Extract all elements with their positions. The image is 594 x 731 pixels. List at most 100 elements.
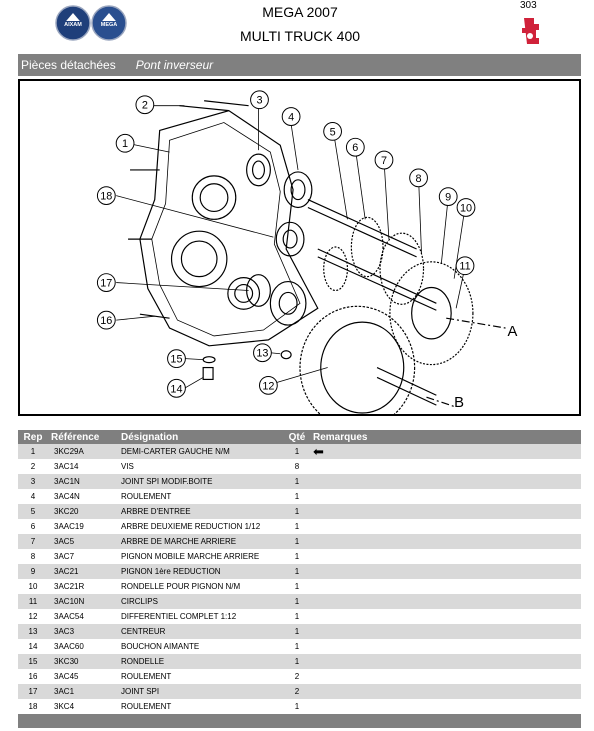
table-header-row: Rep Référence Désignation Qté Remarques <box>18 430 581 444</box>
callout-2: 2 <box>142 100 148 112</box>
part-reference: 3AAC19 <box>48 519 118 534</box>
callout-12: 12 <box>262 380 274 392</box>
col-rep-header: Rep <box>18 430 48 444</box>
brand-logos: AIXAM MEGA <box>55 5 127 41</box>
part-quantity: 1 <box>284 534 310 549</box>
part-rep: 18 <box>18 699 48 714</box>
part-rep: 12 <box>18 609 48 624</box>
part-designation: CENTREUR <box>118 624 284 639</box>
part-remarks <box>310 459 581 474</box>
part-designation: ARBRE DE MARCHE ARRIERE <box>118 534 284 549</box>
axis-b-label: B <box>454 395 464 411</box>
part-quantity: 1 <box>284 564 310 579</box>
part-reference: 3KC20 <box>48 504 118 519</box>
part-quantity: 1 <box>284 489 310 504</box>
callout-18: 18 <box>100 191 112 203</box>
part-quantity: 1 <box>284 639 310 654</box>
part-reference: 3AC7 <box>48 549 118 564</box>
col-des-header: Désignation <box>118 430 284 444</box>
section-header: Pièces détachées Pont inverseur <box>18 54 581 76</box>
part-remarks <box>310 474 581 489</box>
part-rep: 9 <box>18 564 48 579</box>
part-rep: 4 <box>18 489 48 504</box>
callout-9: 9 <box>445 192 451 204</box>
part-rep: 2 <box>18 459 48 474</box>
part-designation: ARBRE D'ENTREE <box>118 504 284 519</box>
part-designation: ROULEMENT <box>118 489 284 504</box>
part-remarks <box>310 594 581 609</box>
part-rep: 14 <box>18 639 48 654</box>
part-quantity: 1 <box>284 594 310 609</box>
callout-13: 13 <box>256 348 268 360</box>
part-rep: 1 <box>18 444 48 459</box>
part-designation: RONDELLE POUR PIGNON N/M <box>118 579 284 594</box>
part-remarks <box>310 684 581 699</box>
part-rep: 15 <box>18 654 48 669</box>
part-quantity: 1 <box>284 474 310 489</box>
parts-table: Rep Référence Désignation Qté Remarques … <box>18 430 581 728</box>
part-designation: ROULEMENT <box>118 699 284 714</box>
part-designation: JOINT SPI <box>118 684 284 699</box>
part-designation: ARBRE DEUXIEME REDUCTION 1/12 <box>118 519 284 534</box>
part-rep: 13 <box>18 624 48 639</box>
part-remarks <box>310 639 581 654</box>
part-quantity: 1 <box>284 579 310 594</box>
part-remarks <box>310 549 581 564</box>
part-reference: 3AC21R <box>48 579 118 594</box>
part-reference: 3AAC60 <box>48 639 118 654</box>
callout-7: 7 <box>381 155 387 167</box>
part-reference: 3AC21 <box>48 564 118 579</box>
axis-a-label: A <box>508 324 518 340</box>
part-rep: 5 <box>18 504 48 519</box>
page-number: 303 <box>520 0 537 11</box>
part-reference: 3AC4N <box>48 489 118 504</box>
part-remarks <box>310 504 581 519</box>
callout-5: 5 <box>330 126 336 138</box>
part-remarks <box>310 534 581 549</box>
part-reference: 3AC45 <box>48 669 118 684</box>
part-quantity: 1 <box>284 444 310 459</box>
part-remarks <box>310 579 581 594</box>
section-subtitle: Pont inverseur <box>135 58 214 72</box>
callout-11: 11 <box>459 261 470 273</box>
callout-15: 15 <box>170 354 182 366</box>
part-quantity: 8 <box>284 459 310 474</box>
part-designation: PIGNON MOBILE MARCHE ARRIERE <box>118 549 284 564</box>
part-rep: 16 <box>18 669 48 684</box>
part-remarks <box>310 489 581 504</box>
callout-8: 8 <box>416 173 422 185</box>
part-rep: 8 <box>18 549 48 564</box>
part-reference: 3KC29A <box>48 444 118 459</box>
part-designation: VIS <box>118 459 284 474</box>
model-title: MEGA 2007 <box>262 4 338 20</box>
part-remarks <box>310 669 581 684</box>
callout-3: 3 <box>256 95 262 107</box>
part-rep: 7 <box>18 534 48 549</box>
part-reference: 3KC30 <box>48 654 118 669</box>
callout-16: 16 <box>100 315 112 327</box>
part-remarks <box>310 624 581 639</box>
exploded-diagram: 1 2 3 4 5 6 7 8 9 10 11 12 13 14 15 16 1… <box>18 79 581 416</box>
part-remarks <box>310 519 581 534</box>
part-rep: 6 <box>18 519 48 534</box>
part-designation: DIFFERENTIEL COMPLET 1:12 <box>118 609 284 624</box>
part-remarks <box>310 609 581 624</box>
part-designation: PIGNON 1ère REDUCTION <box>118 564 284 579</box>
part-reference: 3KC4 <box>48 699 118 714</box>
part-quantity: 1 <box>284 624 310 639</box>
